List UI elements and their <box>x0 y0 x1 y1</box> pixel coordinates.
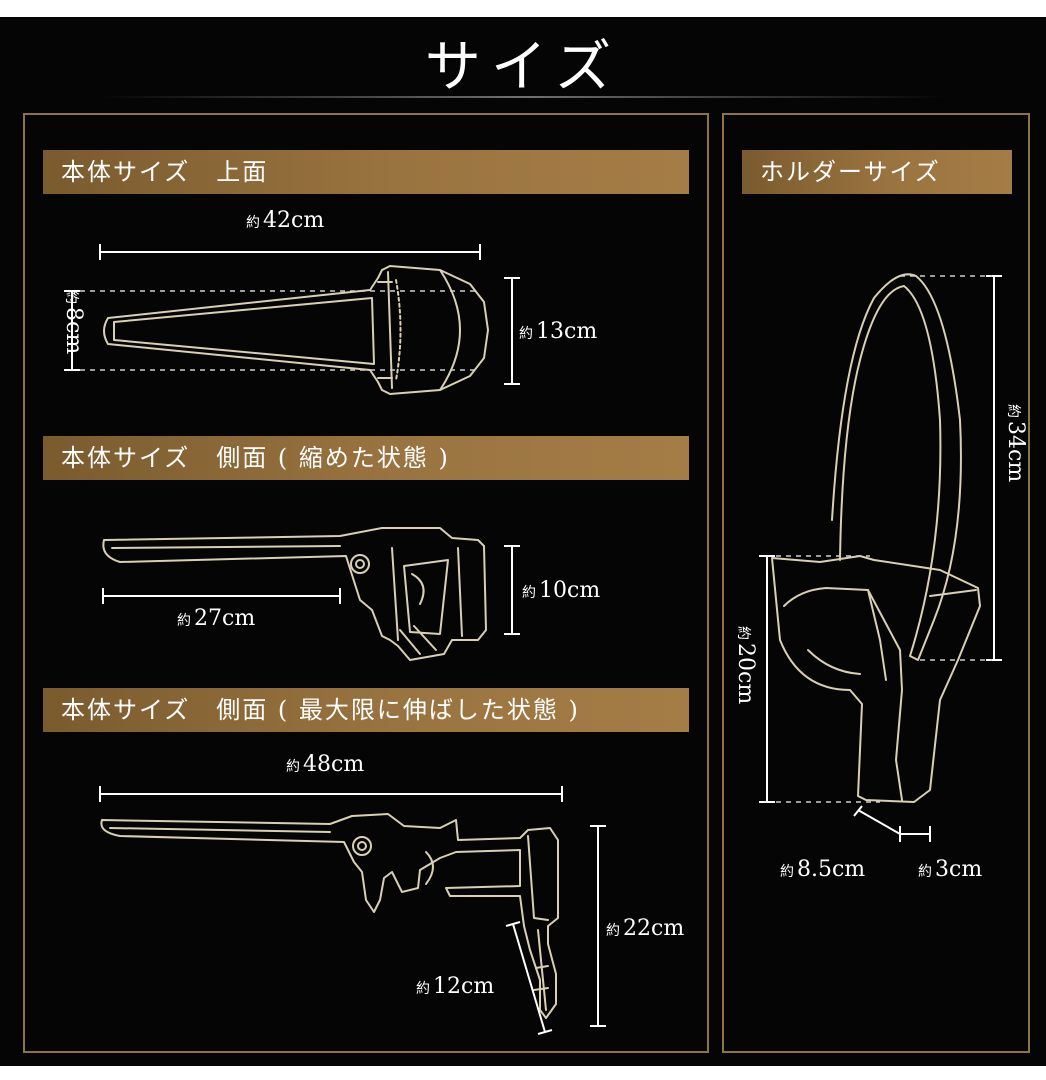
side-extended-drawing <box>100 813 559 1019</box>
section-side-folded: 本体サイズ 側面 ( 縮めた状態 ) <box>43 436 689 480</box>
section-holder: ホルダーサイズ <box>742 150 1012 194</box>
dim-holder-height: 約20cm <box>733 626 758 705</box>
page-title: サイズ <box>424 35 622 100</box>
title-divider <box>100 96 946 98</box>
dimension-lines <box>64 244 1002 1035</box>
dim-holder-strap: 約34cm <box>1003 404 1028 483</box>
body-size-panel <box>23 113 709 1053</box>
holder-size-panel <box>722 113 1030 1053</box>
section-side-extended: 本体サイズ 側面 ( 最大限に伸ばした状態 ) <box>43 688 689 732</box>
dimension-guides <box>80 275 992 803</box>
section-top-view: 本体サイズ 上面 <box>43 150 689 194</box>
dim-top-left-height: 約8cm <box>61 290 86 355</box>
top-view-drawing <box>103 265 489 395</box>
holder-drawing <box>771 273 981 803</box>
side-folded-drawing <box>102 527 487 661</box>
